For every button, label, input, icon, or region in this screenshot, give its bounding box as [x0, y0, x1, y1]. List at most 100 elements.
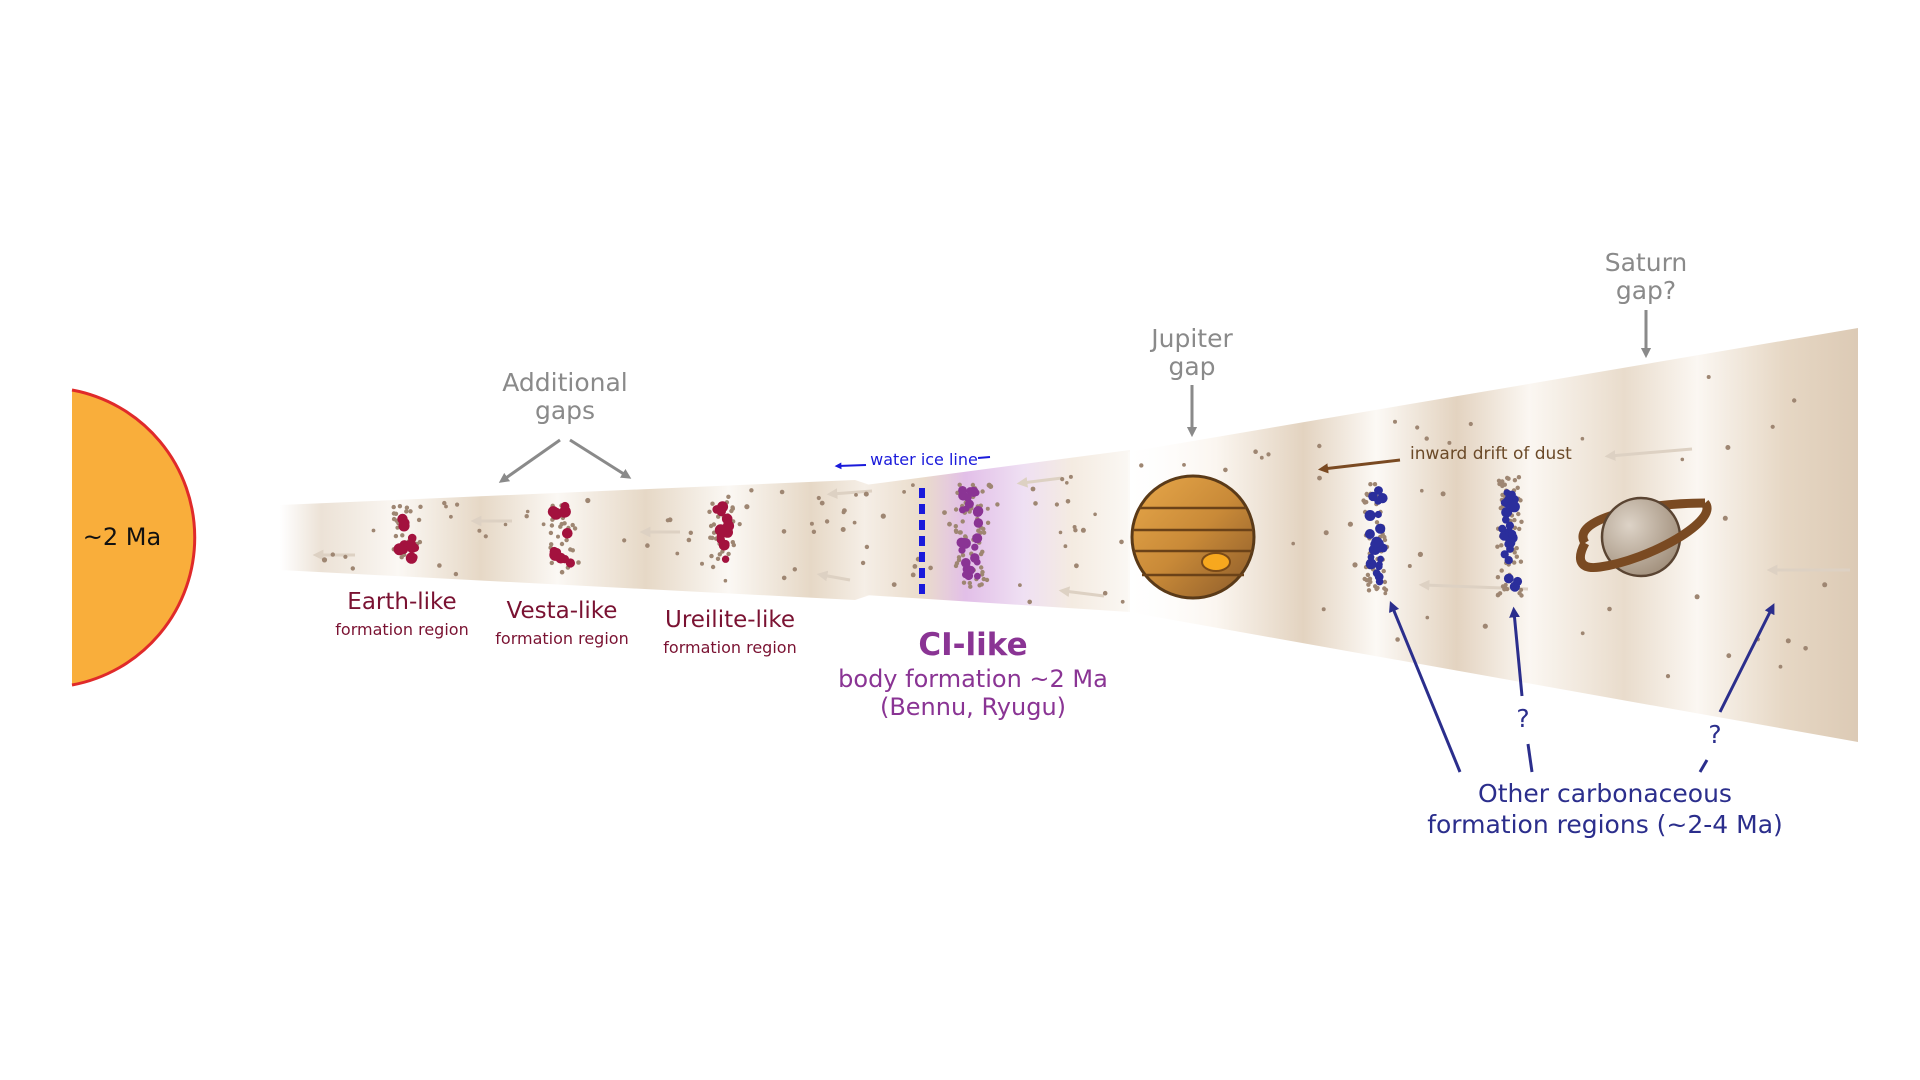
dust-speck [350, 566, 355, 571]
jupiter-planet [1130, 474, 1256, 600]
dust-speck [1080, 527, 1086, 533]
clump-dust [979, 565, 984, 570]
planetesimal-clump [1495, 475, 1524, 598]
jupiter-body [1130, 474, 1256, 600]
planetesimal [721, 555, 730, 563]
clump-dust [1512, 478, 1518, 483]
dust-speck [1072, 525, 1077, 529]
clump-dust [1516, 475, 1522, 480]
clump-dust [1366, 582, 1371, 587]
dust-speck [503, 522, 508, 527]
water-ice-line [834, 456, 991, 598]
dust-speck [854, 493, 858, 497]
clump-dust [1516, 511, 1521, 517]
planetesimal [1513, 576, 1523, 586]
dust-speck [1580, 631, 1585, 636]
vesta-like-label: Vesta-like formation region [482, 598, 642, 648]
planetesimal [971, 543, 979, 551]
clump-dust [980, 489, 985, 494]
dust-speck [1223, 467, 1228, 473]
dust-speck [1468, 421, 1473, 427]
dust-speck [779, 489, 785, 495]
dust-speck [841, 510, 846, 515]
planetesimal [1374, 510, 1382, 519]
clump-dust [416, 517, 422, 523]
dust-speck [910, 572, 916, 578]
saturn-gap-label: Saturn gap? [1586, 249, 1706, 304]
dust-speck [437, 563, 442, 568]
dust-speck [1030, 486, 1036, 492]
clump-dust [1499, 543, 1504, 548]
dust-speck [942, 510, 947, 515]
dust-speck [700, 561, 704, 566]
dust-speck [321, 557, 328, 563]
clump-dust [1362, 576, 1367, 582]
planetesimal [1375, 577, 1384, 586]
clump-dust [953, 507, 959, 512]
dust-speck [1018, 583, 1022, 587]
dust-speck [1770, 424, 1775, 429]
clump-dust [1382, 579, 1388, 585]
dust-speck [1074, 563, 1079, 569]
planetesimal [956, 537, 967, 548]
additional-gaps-arrows [498, 310, 1652, 483]
great-red-spot [1201, 552, 1231, 572]
dust-speck [1447, 440, 1452, 445]
clump-dust [1512, 550, 1517, 555]
carbonaceous-line2: formation regions (~2-4 Ma) [1427, 809, 1783, 839]
clump-dust [1372, 482, 1378, 487]
dust-speck [455, 502, 460, 507]
dust-speck [1778, 664, 1783, 669]
dust-speck [911, 483, 915, 487]
dust-speck [1253, 449, 1258, 455]
clump-dust [1512, 517, 1517, 523]
planetesimal [1378, 526, 1386, 534]
dust-speck [556, 534, 560, 539]
dust-speck [880, 513, 886, 519]
carb-arrow-1 [1389, 601, 1462, 773]
dust-speck [819, 500, 825, 506]
dust-speck [1440, 491, 1446, 497]
dust-speck [1065, 499, 1071, 504]
planetesimal-clump [547, 501, 578, 570]
clump-dust [960, 519, 965, 524]
planetesimal [393, 543, 406, 556]
planetesimal [716, 535, 725, 544]
dust-speck [1607, 606, 1612, 612]
additional-gaps-label: Additional gaps [480, 369, 650, 424]
dust-speck [891, 582, 897, 587]
planetesimal [1504, 494, 1513, 503]
clump-dust [960, 553, 966, 558]
ci-like-title: CI-like [918, 627, 1028, 663]
dust-speck [1722, 515, 1728, 521]
clump-dust [1504, 586, 1510, 592]
clump-dust [1373, 584, 1378, 589]
planetesimal-clumps [391, 475, 1524, 598]
dust-speck [688, 530, 693, 535]
disk-inner-segment [280, 480, 870, 600]
dust-speck [1803, 646, 1808, 651]
dust-speck [1102, 590, 1108, 596]
dust-speck [1317, 475, 1322, 481]
earth-like-sub: formation region [335, 620, 469, 640]
sun-age-label: ~2 Ma [82, 523, 162, 551]
planetesimal [406, 539, 417, 550]
clump-dust [710, 564, 716, 570]
clump-dust [1517, 526, 1522, 532]
clump-dust [710, 535, 715, 541]
dust-speck [1792, 398, 1797, 403]
planetesimal [970, 553, 978, 561]
ureilite-like-label: Ureilite-like formation region [650, 607, 810, 657]
clump-dust [1364, 499, 1369, 505]
clump-dust [404, 505, 410, 510]
clump-dust [1368, 482, 1373, 487]
clump-dust [549, 523, 555, 528]
clump-dust [730, 506, 735, 511]
inward-drift-arrow [1317, 458, 1401, 474]
dust-speck [744, 504, 750, 510]
carb-arrow-2 [1509, 606, 1524, 697]
clump-dust [400, 533, 405, 538]
jupiter-gap-line2: gap [1168, 351, 1216, 381]
dust-speck [995, 502, 1000, 507]
clump-dust [572, 526, 578, 531]
